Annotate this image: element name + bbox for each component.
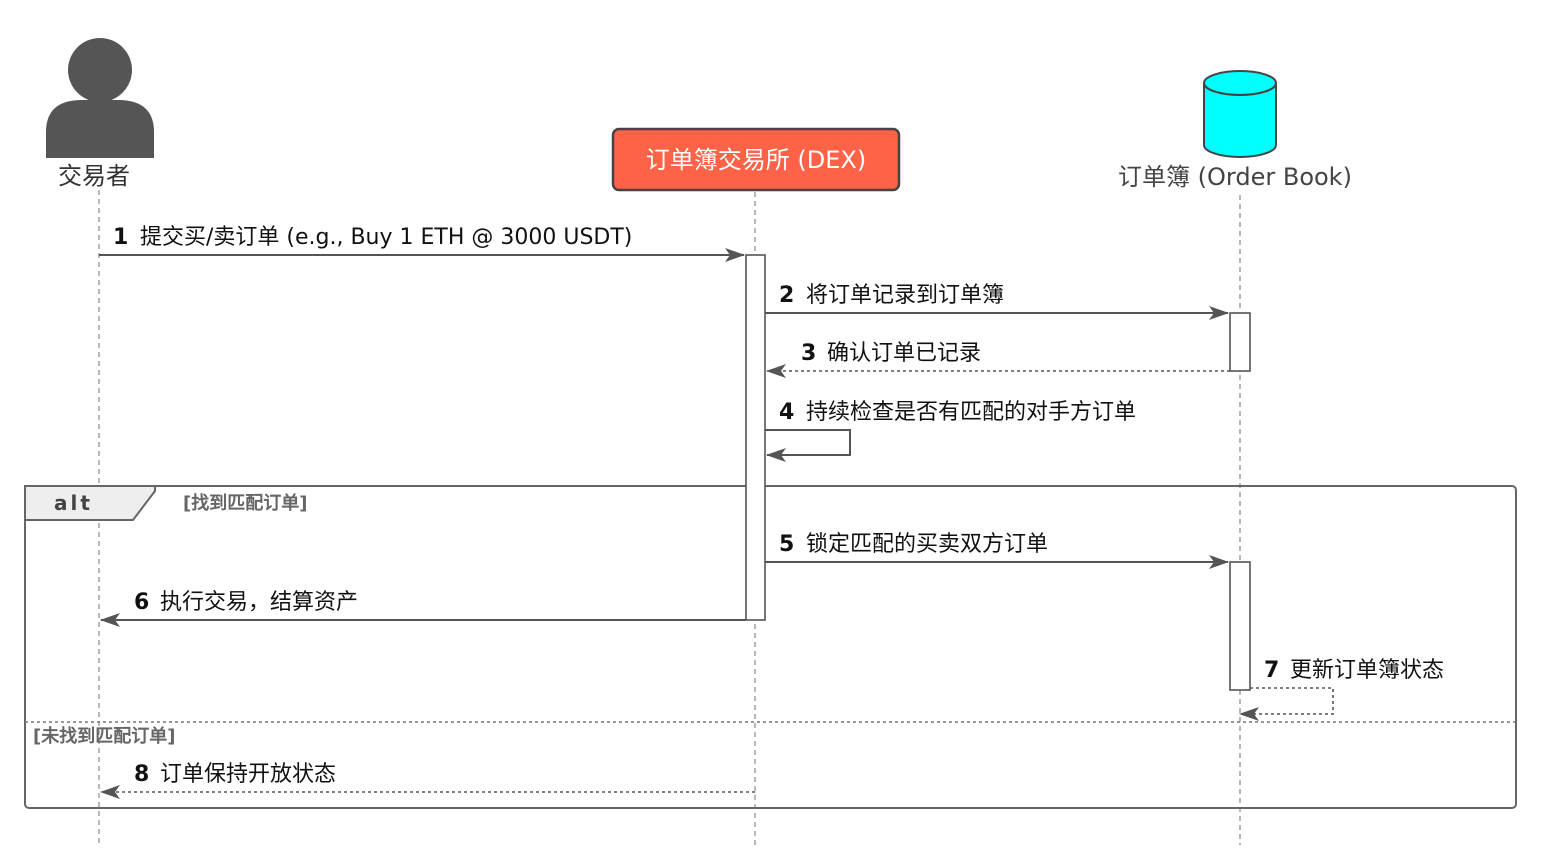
message-1-label: 提交买/卖订单 (e.g., Buy 1 ETH @ 3000 USDT): [140, 225, 632, 250]
message-3-number: 3: [801, 341, 816, 366]
database-icon: [1203, 70, 1277, 158]
message-1-number: 1: [113, 225, 128, 250]
message-4-number: 4: [779, 400, 794, 425]
message-2-number: 2: [779, 283, 794, 308]
alt-guard-not-found: [未找到匹配订单]: [33, 725, 175, 747]
alt-frame: [24, 485, 1517, 809]
alt-tab: [24, 485, 156, 521]
message-7-number: 7: [1264, 658, 1279, 683]
message-6-label: 执行交易，结算资产: [160, 590, 358, 615]
message-8-number: 8: [134, 762, 149, 787]
message-7-arrow: [1239, 687, 1334, 721]
message-7-label: 更新订单簿状态: [1290, 658, 1444, 683]
alt-guard-found: [找到匹配订单]: [183, 492, 307, 514]
dex-label: 订单簿交易所 (DEX): [646, 146, 866, 174]
message-3-label: 确认订单已记录: [827, 341, 981, 366]
orderbook-label: 订单簿 (Order Book): [1118, 163, 1352, 191]
message-5-number: 5: [779, 532, 794, 557]
trader-actor-icon: [46, 38, 154, 158]
message-4-arrow: [765, 429, 851, 462]
trader-label: 交易者: [58, 162, 130, 190]
message-2-label: 将订单记录到订单簿: [806, 283, 1004, 308]
orderbook-activation-1: [1229, 312, 1251, 372]
message-4-label: 持续检查是否有匹配的对手方订单: [806, 400, 1136, 425]
message-8-label: 订单保持开放状态: [160, 762, 336, 787]
orderbook-activation-2: [1229, 561, 1251, 691]
dex-activation: [745, 254, 766, 621]
message-6-number: 6: [134, 590, 149, 615]
message-5-label: 锁定匹配的买卖双方订单: [806, 532, 1048, 557]
dex-participant-box: [611, 127, 901, 192]
alt-label: alt: [54, 491, 93, 515]
